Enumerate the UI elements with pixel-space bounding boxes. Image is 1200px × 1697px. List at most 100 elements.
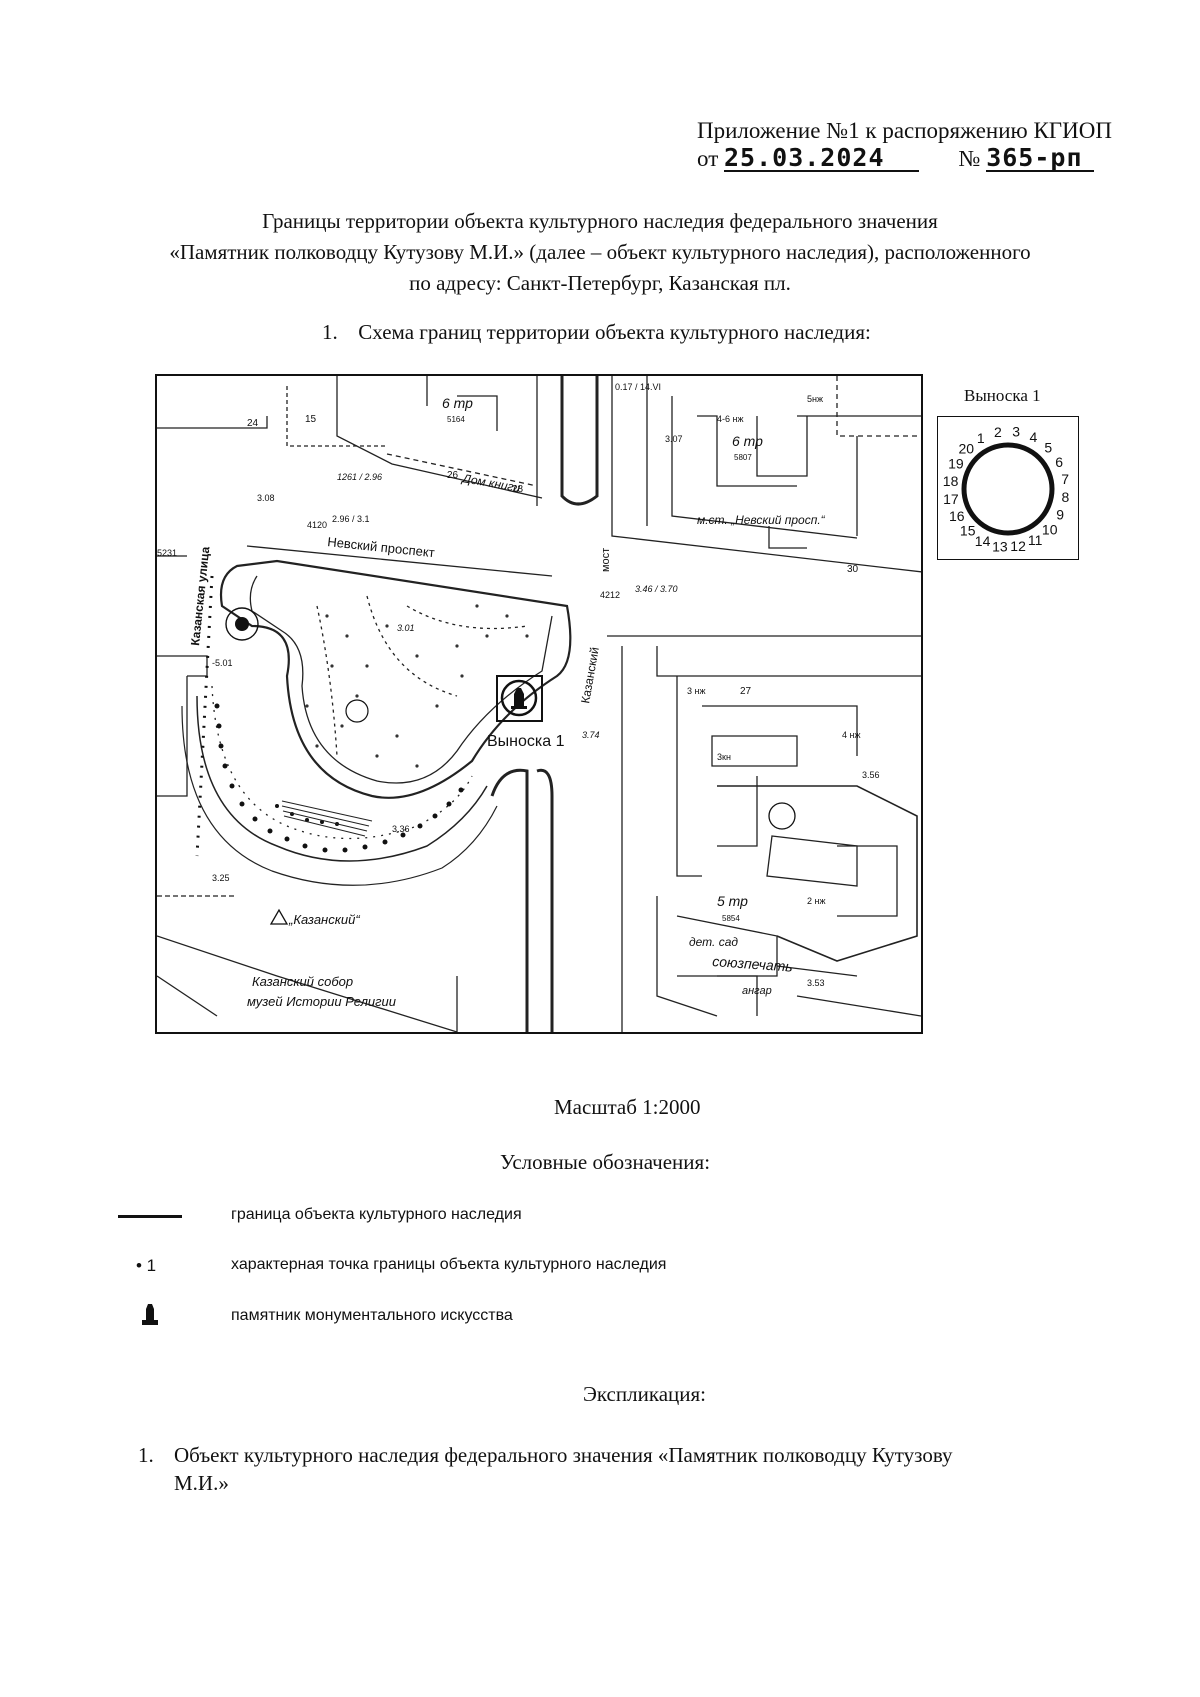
map-label-e301: 3.01 — [397, 623, 415, 633]
monument-barclay — [225, 607, 259, 641]
map-drawing: Невский проспект Казанская улица Казанск… — [157, 376, 921, 1032]
map-label-2nzh: 2 нж — [807, 896, 826, 906]
callout-point-label: 14 — [975, 533, 991, 549]
decree-number: 365-рп — [986, 145, 1095, 172]
territory-map: Невский проспект Казанская улица Казанск… — [155, 374, 923, 1034]
callout-point-label: 18 — [943, 473, 959, 489]
section-1-number: 1. — [322, 320, 338, 344]
map-label-e325: 3.25 — [212, 873, 230, 883]
callout-point-label: 19 — [948, 456, 964, 472]
map-label-b27: 27 — [740, 686, 752, 697]
map-label-5tr: 5 тр — [717, 893, 748, 909]
map-label-e353: 3.53 — [807, 978, 825, 988]
callout-point-label: 3 — [1012, 424, 1020, 440]
legend-item-monument: памятник монументального искусства — [231, 1307, 513, 1324]
map-label-e336: 3.36 — [392, 824, 410, 834]
document-title: Границы территории объекта культурного н… — [60, 206, 1140, 299]
callout-point-label: 5 — [1044, 439, 1052, 455]
title-line-2: «Памятник полководцу Кутузову М.И.» (дал… — [169, 240, 1031, 264]
explication-item-1: Объект культурного наследия федерального… — [174, 1441, 1114, 1497]
map-label-soyuzpechat: союзпечать — [712, 953, 794, 975]
map-label-5231: 5231 — [157, 548, 177, 558]
map-label-e308: 3.08 — [257, 493, 275, 503]
callout-point-label: 13 — [992, 538, 1008, 554]
callout-point-label: 20 — [959, 441, 975, 457]
callout-point-label: 4 — [1030, 429, 1038, 445]
map-label-b28: 28 — [512, 484, 524, 495]
section-1-text: Схема границ территории объекта культурн… — [358, 320, 871, 344]
map-label-b15: 15 — [305, 414, 317, 425]
callout-point-label: 10 — [1042, 521, 1058, 537]
callout-point-label: 1 — [977, 430, 985, 446]
section-1-heading: 1. Схема границ территории объекта культ… — [322, 320, 871, 345]
map-label-5807: 5807 — [734, 453, 752, 462]
callout-point-label: 6 — [1055, 454, 1063, 470]
map-label-e307: 3.07 — [665, 434, 683, 444]
callout-point-label: 11 — [1028, 532, 1043, 548]
map-label-kazansky-triangle: „Казанский“ — [288, 912, 360, 927]
legend-monument-icon — [140, 1300, 160, 1331]
map-label-5nzh: 5нж — [807, 394, 823, 404]
map-label-kazansky-most: Казанский — [578, 646, 602, 705]
legend-title: Условные обозначения: — [500, 1150, 711, 1174]
callout-point-label: 16 — [949, 508, 965, 524]
title-line-3: по адресу: Санкт-Петербург, Казанская пл… — [409, 271, 791, 295]
callout-point-label: 7 — [1061, 471, 1069, 487]
decree-date-number: от 25.03.2024 № 365-рп — [697, 145, 1095, 172]
title-line-1: Границы территории объекта культурного н… — [262, 209, 938, 233]
map-label-6tr-right: 6 тр — [732, 433, 763, 449]
legend-line-symbol — [118, 1215, 182, 1218]
map-label-4212: 4212 — [600, 590, 620, 600]
map-label-4nzh: 4 нж — [842, 730, 861, 740]
fountain-center — [345, 699, 369, 723]
appendix-line: Приложение №1 к распоряжению КГИОП — [697, 118, 1112, 143]
legend-item-boundary: граница объекта культурного наследия — [231, 1206, 522, 1223]
map-label-muzei: музей Истории Религии — [247, 994, 396, 1009]
map-label-6tr: 6 тр — [442, 395, 473, 411]
number-label: № — [958, 146, 981, 171]
callout-point-label: 12 — [1010, 538, 1026, 554]
map-label-kazanskaya-ulitsa: Казанская улица — [188, 546, 212, 647]
map-label-metro: м.ст. „Невский просп.“ — [697, 513, 826, 527]
callout-point-label: 2 — [994, 424, 1002, 440]
map-label-b24: 24 — [247, 418, 259, 429]
map-label-e374: 3.74 — [582, 730, 600, 740]
legend-item-point: характерная точка границы объекта культу… — [231, 1256, 667, 1273]
map-label-3kn: 3кн — [717, 752, 731, 762]
explication-item-1-number: 1. — [138, 1443, 154, 1467]
decree-date: 25.03.2024 — [724, 145, 919, 172]
callout-title: Выноска 1 — [964, 386, 1041, 405]
map-label-frac3: 0.17 / 14.VI — [615, 382, 661, 392]
callout-point-label: 17 — [943, 491, 959, 507]
explication-title: Экспликация: — [583, 1382, 706, 1406]
callout-point-label: 8 — [1062, 489, 1070, 505]
map-label-frac4: 1261 / 2.96 — [337, 472, 382, 482]
map-label-e501: -5.01 — [212, 658, 233, 668]
monument-kutuzov — [496, 675, 543, 722]
map-label-frac1: 2.96 / 3.1 — [332, 514, 370, 524]
map-label-frac2: 3.46 / 3.70 — [635, 584, 678, 594]
map-label-e356: 3.56 — [862, 770, 880, 780]
map-label-callout-ref: Выноска 1 — [487, 733, 565, 750]
map-label-angar: ангар — [742, 985, 772, 997]
map-label-most: мост — [600, 548, 612, 572]
map-label-b30: 30 — [847, 564, 859, 575]
map-label-5164: 5164 — [447, 415, 465, 424]
map-label-nevsky: Невский проспект — [327, 534, 436, 560]
map-label-det-sad: дет. сад — [689, 935, 738, 949]
map-scale: Масштаб 1:2000 — [554, 1095, 701, 1119]
fountain-courtyard — [768, 802, 796, 830]
map-label-4120: 4120 — [307, 520, 327, 530]
map-label-5854: 5854 — [722, 914, 740, 923]
explication-item-1-text: Объект культурного наследия федерального… — [174, 1443, 953, 1467]
callout-point-label: 9 — [1056, 506, 1064, 522]
map-label-kazansky-sobor: Казанский собор — [252, 974, 353, 989]
callout-point-label: 15 — [960, 523, 976, 539]
from-label: от — [697, 146, 719, 171]
explication-item-1-text2: М.И.» — [174, 1471, 229, 1495]
map-label-b26: 26 — [447, 470, 459, 481]
map-label-46nzh: 4-6 нж — [717, 414, 744, 424]
map-label-3nzh: 3 нж — [687, 686, 706, 696]
